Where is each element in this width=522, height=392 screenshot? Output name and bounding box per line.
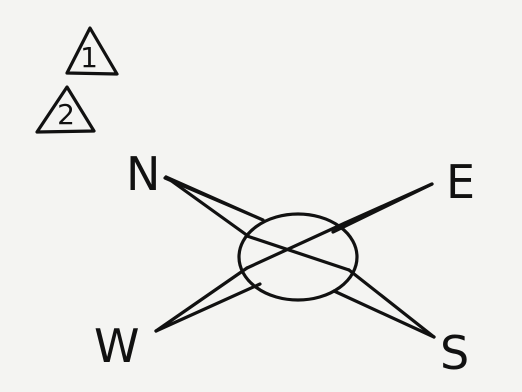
west-label: W	[94, 319, 139, 373]
marker-triangle-2: 2	[37, 87, 94, 132]
north-label: N	[126, 147, 160, 201]
east-label: E	[446, 155, 475, 209]
marker-1-label: 1	[80, 41, 98, 74]
marker-triangle-1: 1	[67, 28, 117, 74]
marker-2-label: 2	[57, 98, 75, 131]
south-label: S	[440, 326, 469, 380]
compass-center-oval	[239, 214, 357, 300]
compass-arms	[156, 177, 434, 337]
